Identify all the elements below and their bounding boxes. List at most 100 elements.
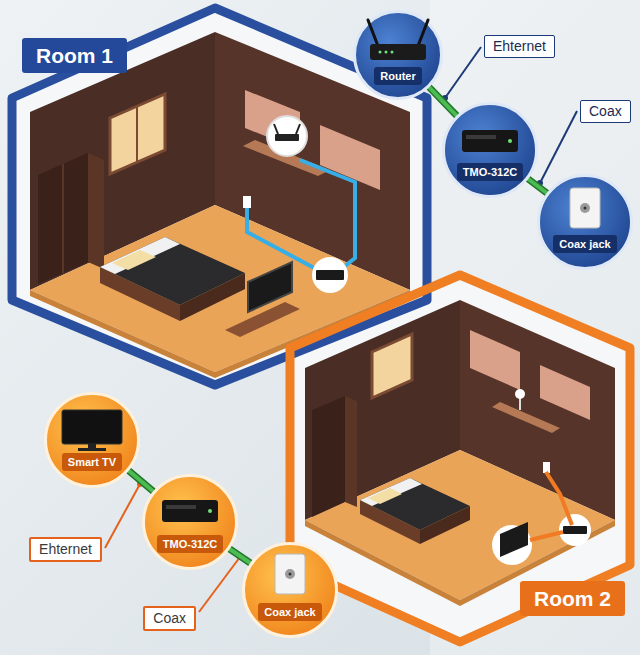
callout-text: Ehternet bbox=[485, 36, 554, 57]
hexagon-border bbox=[290, 275, 630, 642]
circle-shape bbox=[144, 476, 237, 569]
circle-outline bbox=[242, 542, 338, 638]
bed-sheet bbox=[360, 478, 422, 506]
pillow bbox=[368, 488, 402, 504]
cable bbox=[530, 532, 563, 540]
cable-connector bbox=[129, 471, 153, 491]
cable-callout: Coax bbox=[143, 606, 196, 631]
antenna bbox=[418, 20, 428, 46]
callout-text: Coax bbox=[145, 608, 194, 629]
device-label: TMO-312C bbox=[457, 163, 523, 181]
window-bar bbox=[136, 106, 138, 162]
tv-stand bbox=[225, 302, 300, 337]
led bbox=[385, 51, 388, 54]
device-label: Smart TV bbox=[62, 453, 122, 471]
wall-plate bbox=[275, 554, 305, 594]
wall-plate bbox=[570, 188, 600, 228]
router-mini bbox=[275, 134, 299, 141]
tv-base bbox=[78, 448, 106, 451]
tv bbox=[500, 522, 528, 557]
room-two-illustration bbox=[290, 275, 630, 642]
led bbox=[391, 51, 394, 54]
wardrobe bbox=[312, 396, 345, 517]
cable bbox=[546, 472, 572, 525]
circle-shape bbox=[539, 176, 632, 269]
circle-shape bbox=[444, 104, 537, 197]
adapter-icon bbox=[162, 500, 218, 522]
router-highlight bbox=[267, 116, 307, 156]
cable-outline bbox=[129, 471, 153, 491]
device-label: Router bbox=[374, 67, 421, 85]
cable-connector bbox=[528, 179, 546, 193]
window bbox=[110, 94, 165, 174]
cable bbox=[247, 208, 318, 270]
bed-sheet bbox=[100, 237, 180, 274]
cable-connector bbox=[429, 87, 456, 115]
adapter-icon bbox=[462, 130, 518, 152]
wall-panel bbox=[540, 365, 590, 420]
cable-callout: Ehternet bbox=[484, 35, 555, 58]
antenna bbox=[368, 20, 378, 46]
coax-pin bbox=[289, 573, 292, 576]
tv-neck bbox=[88, 444, 96, 448]
cable-core bbox=[129, 471, 153, 491]
circle-outline bbox=[44, 392, 140, 488]
cable-outline bbox=[429, 87, 456, 115]
box-mini bbox=[316, 270, 344, 280]
circle-outline bbox=[353, 10, 443, 100]
coax-jack-icon bbox=[275, 554, 305, 594]
pillow bbox=[112, 250, 156, 270]
adapter-body bbox=[162, 500, 218, 522]
wall-panel bbox=[470, 330, 520, 390]
circle-outline bbox=[442, 102, 538, 198]
circle-outline bbox=[537, 174, 633, 270]
lamp bbox=[515, 389, 525, 399]
room-title: Room 2 bbox=[520, 581, 625, 616]
adapter-panel bbox=[166, 505, 196, 509]
wardrobe-side bbox=[345, 396, 357, 507]
device-circle: Coax jack bbox=[242, 542, 338, 638]
wardrobe bbox=[38, 153, 88, 284]
device-circle: Smart TV bbox=[44, 392, 140, 488]
leader-line bbox=[540, 111, 577, 183]
circle-shape bbox=[355, 12, 442, 99]
tv-screen bbox=[62, 410, 122, 444]
bed-top bbox=[360, 478, 470, 530]
leader-line bbox=[445, 47, 481, 98]
box-highlight bbox=[559, 514, 591, 546]
router-icon bbox=[368, 20, 428, 60]
router-antenna bbox=[296, 124, 300, 134]
room-frame: Room 2 bbox=[286, 271, 634, 646]
room-ground bbox=[290, 275, 630, 642]
callout-text: Coax bbox=[581, 101, 630, 122]
window bbox=[372, 334, 412, 398]
router-antenna bbox=[274, 124, 278, 134]
cable-outline bbox=[528, 179, 546, 193]
led bbox=[508, 139, 512, 143]
router-body bbox=[370, 44, 426, 60]
tv bbox=[248, 262, 292, 312]
circle-outline bbox=[142, 474, 238, 570]
device-label: Coax jack bbox=[553, 235, 616, 253]
cable-core bbox=[429, 87, 456, 115]
cable-connector bbox=[230, 549, 251, 563]
callout-text: Ehternet bbox=[31, 539, 100, 560]
box-highlight bbox=[312, 257, 348, 293]
room-title: Room 1 bbox=[22, 38, 127, 73]
device-circle: Router bbox=[353, 10, 443, 100]
cable-core bbox=[528, 179, 546, 193]
device-circle: TMO-312C bbox=[142, 474, 238, 570]
cable-callout: Ehternet bbox=[29, 537, 102, 562]
led bbox=[208, 509, 212, 513]
cable-outline bbox=[230, 549, 251, 563]
wall-jack bbox=[543, 462, 550, 473]
circle-shape bbox=[46, 394, 139, 487]
coax-pin bbox=[584, 207, 587, 210]
adapter-panel bbox=[466, 135, 496, 139]
leader-line bbox=[105, 484, 140, 548]
cable bbox=[300, 160, 355, 270]
wardrobe-side bbox=[88, 153, 104, 269]
